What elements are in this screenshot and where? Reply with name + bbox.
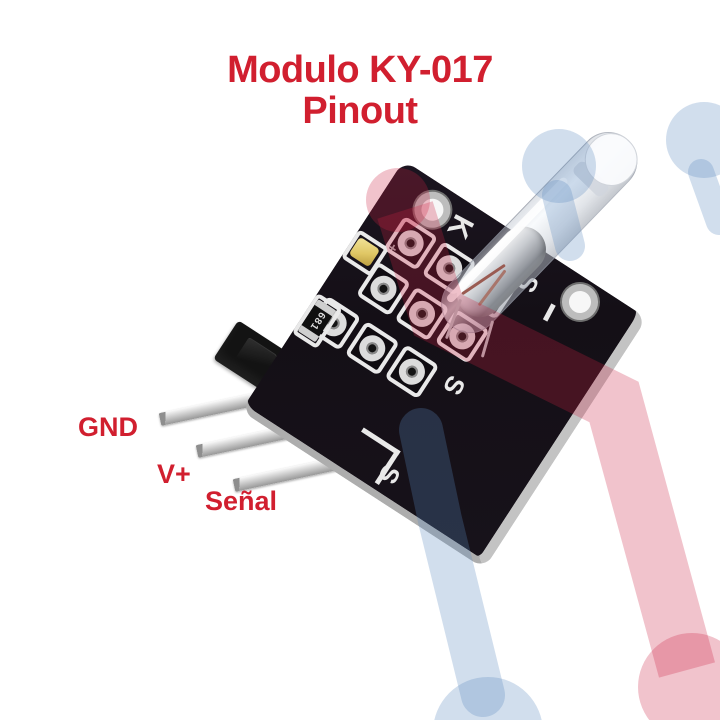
vplus-label: V+ — [157, 459, 191, 489]
gnd-label: GND — [78, 412, 138, 442]
mounting-hole-right — [555, 277, 605, 327]
silkscreen-s-mid: S — [437, 370, 472, 401]
senal-label: Señal — [205, 486, 278, 516]
silkscreen-dash — [542, 303, 556, 322]
resistor-code: 681 — [306, 309, 327, 332]
title-line1: Modulo KY-017 — [227, 49, 493, 91]
title-line2: Pinout — [302, 90, 418, 133]
silkscreen-k: K — [440, 209, 480, 244]
page-title: Modulo KY-017 Pinout — [0, 49, 720, 133]
